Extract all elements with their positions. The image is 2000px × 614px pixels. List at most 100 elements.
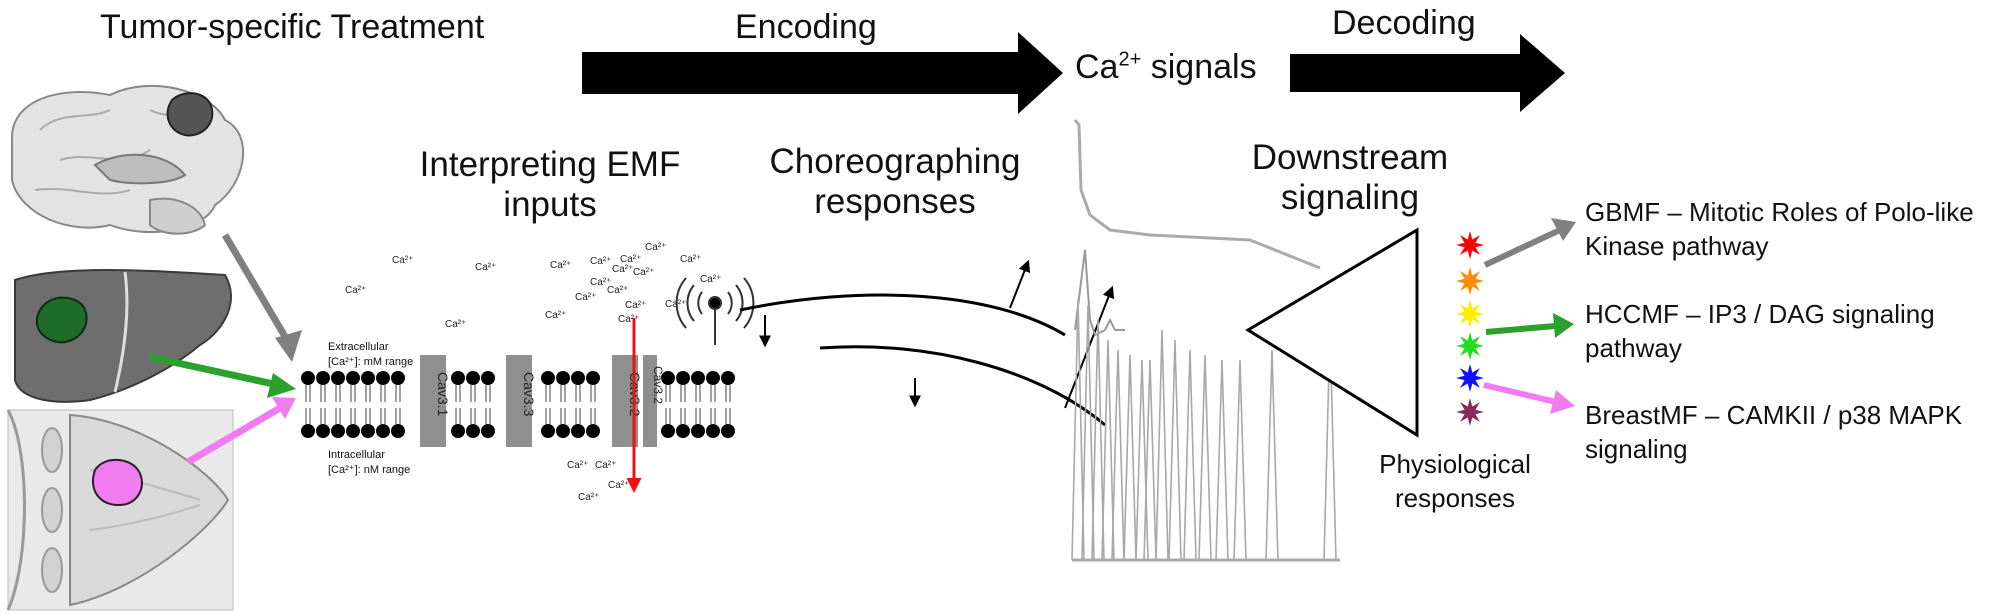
lipid-head	[346, 424, 360, 438]
lipid-tail	[380, 385, 386, 402]
lipid-head	[316, 371, 330, 385]
channel-cav3-1	[420, 355, 446, 447]
extracellular-text: Extracellular	[328, 341, 389, 353]
calcium-ion-label: Ca²⁺	[618, 314, 639, 325]
encoding-heading: Encoding	[735, 8, 877, 46]
downstream-heading: Downstream signaling	[1230, 138, 1470, 219]
calcium-ion-label: Ca²⁺	[445, 319, 466, 330]
calcium-ion-label: Ca²⁺	[590, 277, 611, 288]
lipid-head	[301, 424, 315, 438]
calcium-ion-label: Ca²⁺	[550, 260, 571, 271]
calcium-spike	[1155, 329, 1169, 561]
lipid-tail	[710, 408, 716, 424]
lipid-head	[706, 371, 720, 385]
lipid-head	[391, 424, 405, 438]
gbmf-output-arrow	[1483, 227, 1562, 268]
lipid-tail	[560, 385, 566, 402]
choreographing-heading: Choreographing responses	[750, 142, 1040, 223]
response-star-icon	[1456, 231, 1484, 259]
lipid-head	[556, 424, 570, 438]
lipid-head	[571, 424, 585, 438]
lipid-tail	[335, 408, 341, 424]
lipid-tail	[725, 385, 731, 402]
calcium-ion-label: Ca²⁺	[345, 285, 366, 296]
lipid-tail	[680, 408, 686, 424]
output-breastmf: BreastMF – CAMKII / p38 MAPK signaling	[1585, 400, 1963, 465]
lipid-tail	[320, 408, 326, 424]
lipid-tail	[545, 385, 551, 402]
lipid-tail	[710, 385, 716, 402]
trace-sustained	[1073, 119, 1321, 270]
decoding-triangle	[1245, 227, 1419, 438]
lipid-tail	[335, 385, 341, 402]
intracellular-text: Intracellular	[328, 449, 385, 461]
calcium-ion-label: Ca²⁺	[567, 460, 588, 471]
calcium-ion-label: Ca²⁺	[595, 460, 616, 471]
lipid-tail	[485, 385, 491, 402]
calcium-spike	[1215, 359, 1229, 561]
calcium-spike	[1123, 354, 1137, 561]
lipid-tail	[470, 408, 476, 424]
lipid-head	[571, 371, 585, 385]
output-gbmf: GBMF – Mitotic Roles of Polo-like Kinase…	[1585, 197, 1974, 262]
calcium-spike	[1183, 349, 1197, 561]
downstream-line-2: signaling	[1280, 178, 1420, 218]
lipid-head	[721, 424, 735, 438]
channel-cav3-2b	[643, 355, 657, 447]
calcium-spike	[1168, 339, 1182, 561]
calcium-ion-label: Ca²⁺	[612, 264, 633, 275]
calcium-ions: Ca²⁺Ca²⁺Ca²⁺Ca²⁺Ca²⁺Ca²⁺Ca²⁺Ca²⁺Ca²⁺Ca²⁺…	[345, 242, 721, 503]
lipid-head	[721, 371, 735, 385]
liver-illustration	[5, 262, 240, 407]
brain-input-arrow	[221, 233, 294, 347]
interpreting-line-2: inputs	[503, 185, 597, 225]
calcium-spike	[1071, 299, 1085, 561]
lipid-tail	[395, 385, 401, 402]
intracellular-label: Intracellular [Ca²⁺]: nM range	[328, 448, 410, 479]
physiological-line-2: responses	[1395, 482, 1515, 513]
lipid-tail	[380, 408, 386, 424]
lipid-head	[466, 371, 480, 385]
lipid-tail	[545, 408, 551, 424]
lipid-tail	[470, 385, 476, 402]
treatment-heading: Tumor-specific Treatment	[100, 8, 485, 46]
hccmf-output-arrow	[1485, 323, 1556, 335]
channel-cav3-3	[506, 355, 532, 447]
calcium-ion-label: Ca²⁺	[607, 285, 628, 296]
calcium-ion-label: Ca²⁺	[545, 310, 566, 321]
channel-label: Cav3.1	[435, 372, 451, 417]
breast-tumor	[92, 458, 143, 507]
response-markers	[1456, 231, 1484, 426]
calcium-spike	[1198, 354, 1212, 561]
lipid-bilayer	[301, 371, 735, 438]
lipid-head	[586, 371, 600, 385]
calcium-ion-label: Ca²⁺	[665, 299, 686, 310]
response-star-icon	[1456, 364, 1484, 392]
response-star-icon	[1456, 267, 1484, 295]
lipid-head	[451, 424, 465, 438]
lipid-tail	[695, 385, 701, 402]
breast-input-arrow	[186, 404, 282, 466]
ca-signals-heading: Ca2+ signals	[1075, 48, 1257, 87]
lipid-tail	[695, 408, 701, 424]
lipid-head	[661, 371, 675, 385]
lipid-tail	[350, 385, 356, 402]
calcium-ion-label: Ca²⁺	[590, 256, 611, 267]
physiological-responses-label: Physiological responses	[1355, 448, 1555, 516]
calcium-ion-label: Ca²⁺	[625, 300, 646, 311]
calcium-spike	[1081, 304, 1095, 561]
lipid-head	[391, 371, 405, 385]
ca-signals-base: Ca	[1075, 48, 1119, 86]
lipid-head	[346, 371, 360, 385]
lipid-tail	[365, 408, 371, 424]
lipid-tail	[590, 385, 596, 402]
calcium-ion-label: Ca²⁺	[578, 492, 599, 503]
lipid-head	[376, 371, 390, 385]
lipid-head	[586, 424, 600, 438]
lipid-tail	[590, 408, 596, 424]
response-star-icon	[1456, 398, 1484, 426]
lipid-tail	[560, 408, 566, 424]
response-star-icon	[1456, 300, 1484, 328]
lipid-tail	[575, 408, 581, 424]
lipid-head	[481, 424, 495, 438]
